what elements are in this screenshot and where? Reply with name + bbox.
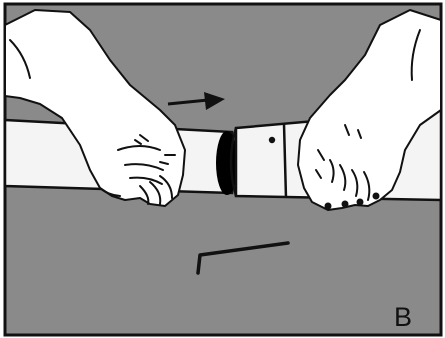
panel-label: B <box>394 302 412 332</box>
gasket-ring <box>216 131 238 195</box>
right-hand <box>297 9 442 211</box>
left-hand <box>4 9 186 207</box>
locking-hole <box>268 136 276 144</box>
allen-key-icon <box>196 241 290 275</box>
right-arrow-icon <box>167 92 225 110</box>
